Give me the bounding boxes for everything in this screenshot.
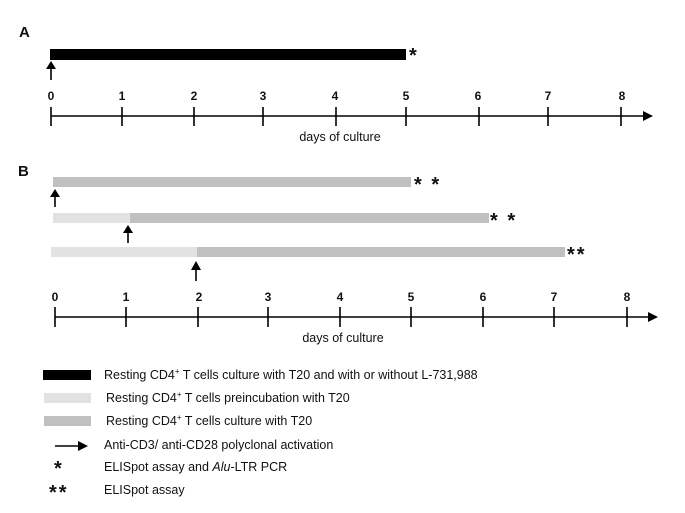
panel-b-tick-3: 3	[264, 290, 272, 304]
legend-grey-swatch	[44, 416, 91, 426]
panel-b-tick-0: 0	[51, 290, 59, 304]
panel-b-label: B	[18, 163, 29, 180]
panel-b-bar2-double-asterisk-icon: * *	[490, 210, 518, 232]
panel-b-tick-7: 7	[550, 290, 558, 304]
legend-text: Anti-CD3/ anti-CD28 polyclonal activatio…	[104, 438, 334, 452]
panel-b-tick-8: 8	[623, 290, 631, 304]
panel-a-tick-4: 4	[331, 89, 339, 103]
panel-b-bar2-culture	[130, 213, 489, 223]
legend-text: ELISpot assay	[104, 483, 185, 497]
panel-a-tick-1: 1	[118, 89, 126, 103]
legend-item-culture: Resting CD4+ T cells culture with T20	[106, 413, 312, 428]
panel-b-tick-5: 5	[407, 290, 415, 304]
panel-a-tick-2: 2	[190, 89, 198, 103]
legend-light-grey-swatch	[44, 393, 91, 403]
legend-text: -LTR PCR	[230, 460, 288, 474]
panel-b-bar1-double-asterisk-icon: * *	[414, 174, 442, 196]
panel-b-tick-6: 6	[479, 290, 487, 304]
panel-a-tick-7: 7	[544, 89, 552, 103]
legend-sup: +	[174, 367, 180, 376]
legend-text: T cells culture with T20 and with or wit…	[179, 368, 478, 383]
legend-sup: +	[176, 413, 182, 422]
legend-sup: +	[176, 390, 182, 399]
legend-item-elispot: ELISpot assay	[104, 483, 185, 497]
legend-text: Resting CD4	[104, 368, 175, 383]
legend-arrow-right-icon	[55, 441, 88, 451]
panel-b-bar3-double-asterisk-icon: **	[567, 244, 587, 266]
legend-item-black-bar: Resting CD4+ T cells culture with T20 an…	[104, 367, 478, 382]
panel-a-tick-0: 0	[47, 89, 55, 103]
panel-b-bar3-preincubation	[51, 247, 197, 257]
panel-b-bar3-culture	[197, 247, 565, 257]
legend-text: T cells culture with T20	[181, 414, 313, 429]
legend-text: ELISpot assay and	[104, 460, 213, 474]
panel-a-tick-8: 8	[618, 89, 626, 103]
panel-a-tick-5: 5	[402, 89, 410, 103]
legend-single-asterisk-icon: *	[54, 458, 62, 480]
panel-b-bar3-activation-arrow-icon	[191, 261, 201, 281]
legend-text: T cells preincubation with T20	[181, 391, 350, 406]
legend-item-elispot-pcr: ELISpot assay and Alu-LTR PCR	[104, 460, 287, 474]
panel-a-asterisk-icon: *	[409, 45, 417, 67]
panel-a-tick-6: 6	[474, 89, 482, 103]
legend-item-activation: Anti-CD3/ anti-CD28 polyclonal activatio…	[104, 438, 333, 452]
panel-b-bar2-activation-arrow-icon	[123, 225, 133, 243]
panel-a-axis-title: days of culture	[299, 130, 381, 144]
panel-b-axis-title: days of culture	[302, 331, 384, 345]
panel-b-bar1-activation-arrow-icon	[50, 189, 60, 207]
panel-b-tick-4: 4	[336, 290, 344, 304]
panel-b-bar2-preincubation	[53, 213, 130, 223]
panel-a-activation-arrow-icon	[46, 61, 56, 80]
legend-text: Resting CD4	[106, 414, 177, 429]
panel-a-tick-3: 3	[259, 89, 267, 103]
panel-a-label: A	[19, 24, 30, 41]
legend-text: Resting CD4	[106, 391, 177, 406]
legend-double-asterisk-icon: **	[49, 482, 69, 504]
legend-item-preincubation: Resting CD4+ T cells preincubation with …	[106, 390, 350, 405]
legend-black-swatch	[43, 370, 91, 380]
panel-a-axis	[50, 107, 653, 126]
panel-b-axis	[54, 307, 658, 327]
legend-italic: Alu	[212, 460, 231, 474]
panel-a-black-bar	[50, 49, 406, 60]
panel-b-tick-1: 1	[122, 290, 130, 304]
panel-b-bar1-culture	[53, 177, 411, 187]
panel-b-tick-2: 2	[195, 290, 203, 304]
